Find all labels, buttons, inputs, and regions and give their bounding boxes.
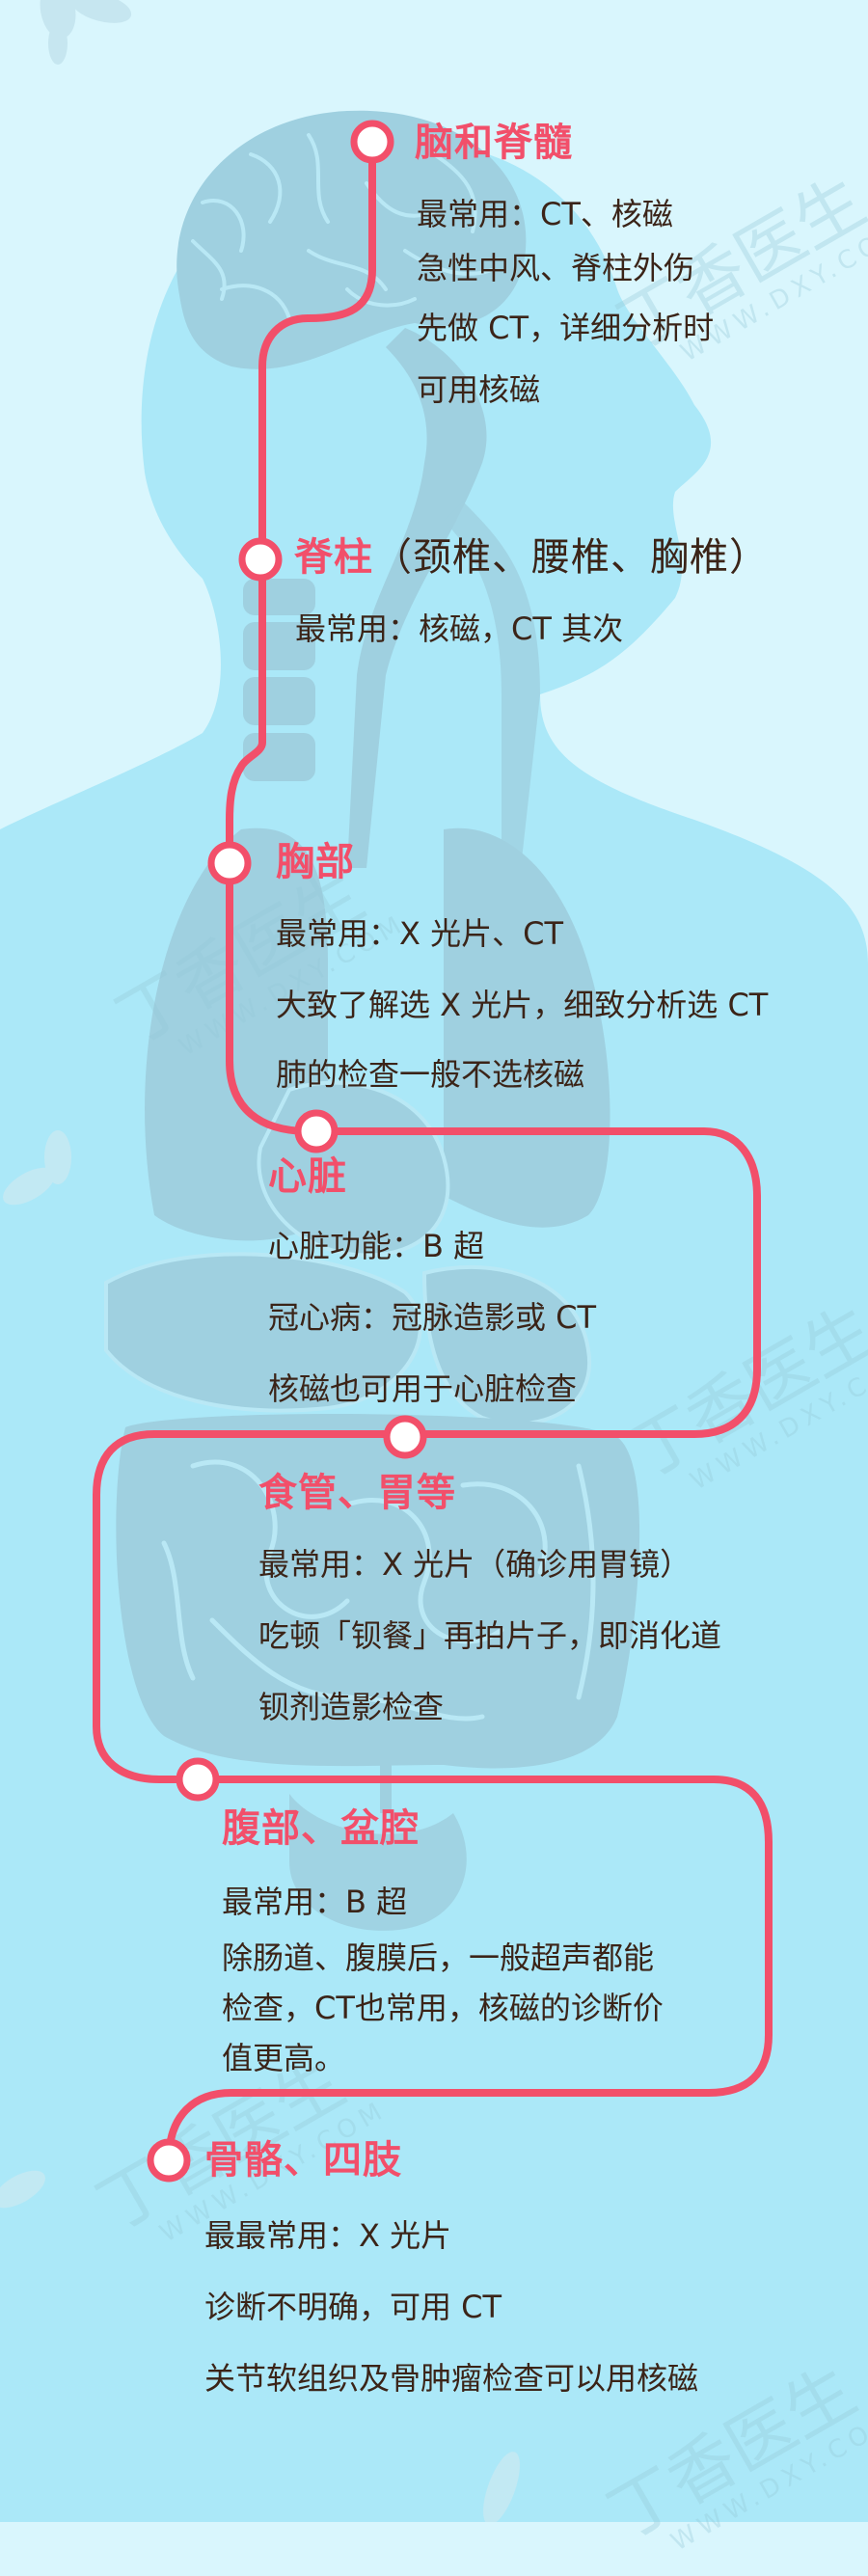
section-line: 钡剂造影检查 xyxy=(258,1689,445,1725)
node-brain xyxy=(350,120,394,164)
section-line: 大致了解选 X 光片，细致分析选 CT xyxy=(276,987,769,1023)
section-line: 最常用：核磁，CT 其次 xyxy=(295,610,624,647)
node-heart xyxy=(294,1109,339,1153)
section-line: 关节软组织及骨肿瘤检查可以用核磁 xyxy=(204,2360,699,2397)
section-line: 最最常用：X 光片 xyxy=(204,2217,452,2254)
node-abdomen xyxy=(176,1757,220,1802)
section-line: 诊断不明确，可用 CT xyxy=(204,2289,502,2325)
section-title: 腹部、盆腔 xyxy=(222,1806,420,1851)
section-line: 值更高。 xyxy=(222,2040,346,2076)
section-title: 胸部 xyxy=(276,840,355,884)
node-esophagus xyxy=(383,1415,427,1459)
section-line: 可用核磁 xyxy=(417,371,541,408)
section-line: 肺的检查一般不选核磁 xyxy=(276,1056,585,1093)
section-line: 急性中风、脊柱外伤 xyxy=(417,250,695,286)
section-line: 冠心病：冠脉造影或 CT xyxy=(268,1299,597,1336)
section-line: 最常用：X 光片（确诊用胃镜） xyxy=(258,1546,692,1583)
section-line: 心脏功能：B 超 xyxy=(268,1228,485,1264)
section-title: 脊柱（颈椎、腰椎、胸椎） xyxy=(294,534,769,581)
section-line: 最常用：B 超 xyxy=(222,1884,408,1920)
section-title: 食管、胃等 xyxy=(258,1471,456,1515)
section-title-main: 脊柱 xyxy=(294,535,373,580)
section-line: 检查，CT也常用，核磁的诊断价 xyxy=(222,1990,664,2026)
section-line: 除肠道、腹膜后，一般超声都能 xyxy=(222,1939,655,1976)
section-line: 最常用：CT、核磁 xyxy=(417,196,673,232)
section-title: 骨骼、四肢 xyxy=(204,2138,402,2183)
section-line: 先做 CT，详细分析时 xyxy=(417,310,715,346)
leaf-logo-icon xyxy=(40,0,132,65)
node-chest xyxy=(207,841,252,885)
section-line: 核磁也可用于心脏检查 xyxy=(268,1370,578,1407)
section-title: 心脏 xyxy=(268,1154,347,1199)
route-nodes xyxy=(147,120,427,2183)
section-line: 吃顿「钡餐」再拍片子，即消化道 xyxy=(258,1617,722,1654)
section-title-sub: （颈椎、腰椎、胸椎） xyxy=(373,535,769,580)
node-spine xyxy=(238,537,283,582)
section-line: 最常用：X 光片、CT xyxy=(276,915,563,952)
node-bones xyxy=(147,2138,191,2183)
route-path xyxy=(93,120,773,2183)
section-title: 脑和脊髓 xyxy=(415,121,573,165)
